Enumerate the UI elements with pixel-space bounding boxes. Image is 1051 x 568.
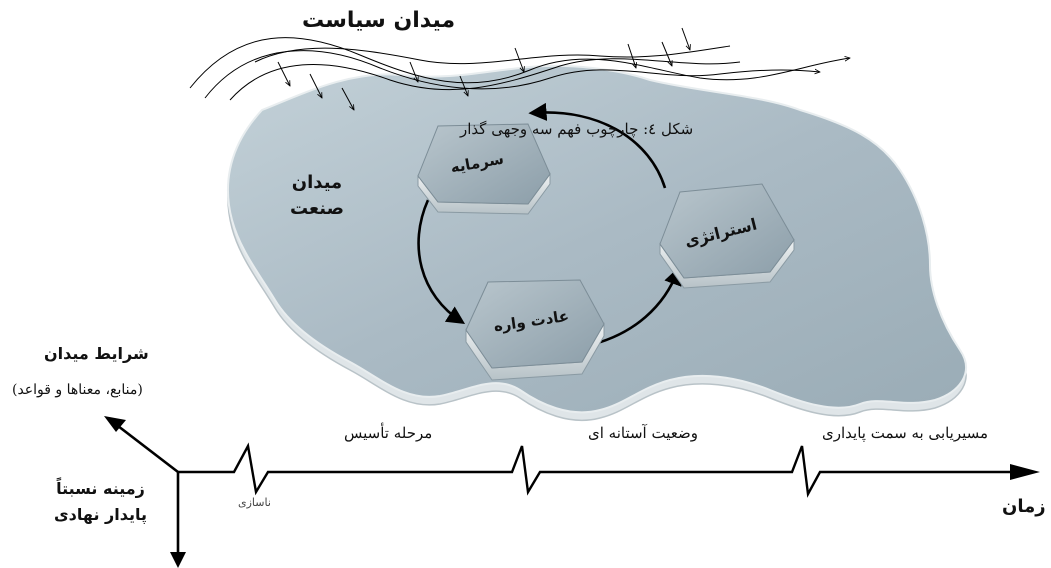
- phase-threshold: وضعیت آستانه ای: [588, 424, 698, 442]
- node-strategy: [659, 183, 795, 289]
- figure-caption: شکل ٤: چارچوب فهم سه وجهی گذار: [460, 120, 694, 138]
- node-habitus: [465, 279, 605, 381]
- politics-influence-arrows: [277, 27, 690, 110]
- node-habitus-top: [465, 279, 605, 369]
- field-conditions-arrowhead: [104, 416, 126, 432]
- influence-arrow: [309, 73, 322, 98]
- politics-wave-4: [254, 45, 731, 65]
- cycle-arrows: [417, 102, 682, 348]
- politics-wave-3: [229, 58, 741, 101]
- institutional-line1: زمینه نسبتاً: [56, 479, 145, 498]
- institutional-arrowhead: [170, 552, 186, 568]
- influence-arrow: [459, 75, 468, 96]
- industry-field-label: میدان صنعت: [290, 170, 344, 222]
- politics-wave-2: [204, 50, 820, 99]
- time-axis: [178, 442, 1010, 498]
- influence-arrow: [627, 43, 636, 68]
- misalignment-label: ناسازی: [238, 496, 271, 509]
- field-conditions-detail: (منابع، معناها و قواعد): [12, 382, 143, 398]
- industry-field-line2: صنعت: [290, 198, 344, 219]
- institutional-context-label: زمینه نسبتاً پایدار نهادی: [54, 476, 147, 528]
- time-axis-arrowhead: [1010, 464, 1040, 480]
- cycle-arrow-strategy-to-capital: [528, 102, 667, 189]
- phase-founding: مرحله تأسیس: [344, 424, 433, 442]
- influence-arrow: [277, 61, 290, 86]
- field-conditions-label: شرایط میدان: [44, 344, 149, 363]
- cycle-arrow-habitus-to-strategy: [585, 266, 682, 348]
- node-strategy-top: [659, 183, 795, 279]
- cycle-arrow-capital-to-habitus: [417, 199, 466, 324]
- politics-field-waves: [189, 37, 850, 101]
- time-axis-label: زمان: [1002, 496, 1046, 517]
- influence-arrow: [341, 87, 354, 110]
- industry-field-surface: [227, 64, 967, 414]
- field-conditions-axis: [117, 424, 179, 474]
- institutional-line2: پایدار نهادی: [54, 505, 147, 524]
- influence-arrow: [409, 61, 418, 82]
- politics-field-label: میدان سیاست: [302, 8, 456, 33]
- phase-sustainability: مسیریابی به سمت پایداری: [822, 424, 989, 442]
- industry-field-line1: میدان: [291, 172, 343, 193]
- influence-arrow: [514, 47, 524, 72]
- politics-wave-1: [189, 37, 850, 89]
- node-capital-top: [417, 123, 551, 205]
- influence-arrow: [681, 27, 690, 50]
- node-capital: [417, 123, 551, 215]
- influence-arrow: [661, 41, 672, 66]
